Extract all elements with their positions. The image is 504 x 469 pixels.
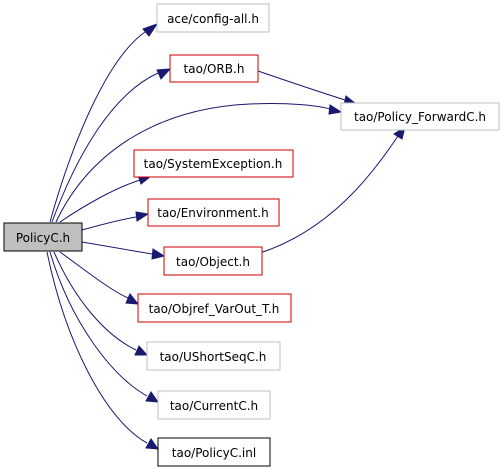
node-label: tao/UShortSeqC.h: [160, 350, 267, 364]
node-label: tao/SystemException.h: [144, 157, 283, 171]
edge-policyc-to-objref-varout: [59, 251, 140, 305]
node-label: tao/Environment.h: [157, 206, 269, 220]
edge-policyc-to-policyc-inl: [46, 251, 160, 450]
node-label: tao/Objref_VarOut_T.h: [149, 302, 280, 316]
node-orb-h[interactable]: tao/ORB.h: [169, 54, 259, 83]
node-label: tao/PolicyC.inl: [172, 446, 256, 460]
edge-policyc-to-object: [81, 241, 166, 260]
node-systemexception[interactable]: tao/SystemException.h: [133, 149, 294, 178]
node-environment[interactable]: tao/Environment.h: [147, 198, 280, 227]
edge-policyc-to-currentc: [49, 251, 160, 403]
node-ushortseqc[interactable]: tao/UShortSeqC.h: [146, 341, 281, 371]
edge-policyc-to-environment: [81, 211, 150, 231]
node-object-h[interactable]: tao/Object.h: [163, 246, 263, 276]
node-label: tao/CurrentC.h: [170, 399, 258, 413]
node-policy-forwardc[interactable]: tao/Policy_ForwardC.h: [340, 102, 500, 131]
node-currentc[interactable]: tao/CurrentC.h: [157, 390, 271, 420]
node-config-all[interactable]: ace/config-all.h: [156, 3, 270, 33]
node-objref-varout[interactable]: tao/Objref_VarOut_T.h: [137, 293, 292, 323]
edge-policyc-to-policy-forwardc: [55, 102, 343, 223]
node-label: tao/Object.h: [176, 255, 250, 269]
edge-policyc-to-ushortseqc: [53, 251, 149, 356]
node-policyc-h[interactable]: PolicyC.h: [3, 222, 83, 252]
node-label: PolicyC.h: [16, 231, 70, 245]
edge-policyc-to-config-all: [49, 23, 159, 223]
node-label: tao/ORB.h: [184, 62, 245, 76]
node-label: ace/config-all.h: [167, 12, 259, 26]
edge-object-to-policy-forwardc: [259, 125, 406, 254]
node-label: tao/Policy_ForwardC.h: [354, 110, 486, 124]
edge-orb-to-policy-forwardc: [257, 70, 358, 106]
node-policyc-inl[interactable]: tao/PolicyC.inl: [157, 437, 271, 467]
edge-policyc-to-orb: [51, 68, 172, 223]
